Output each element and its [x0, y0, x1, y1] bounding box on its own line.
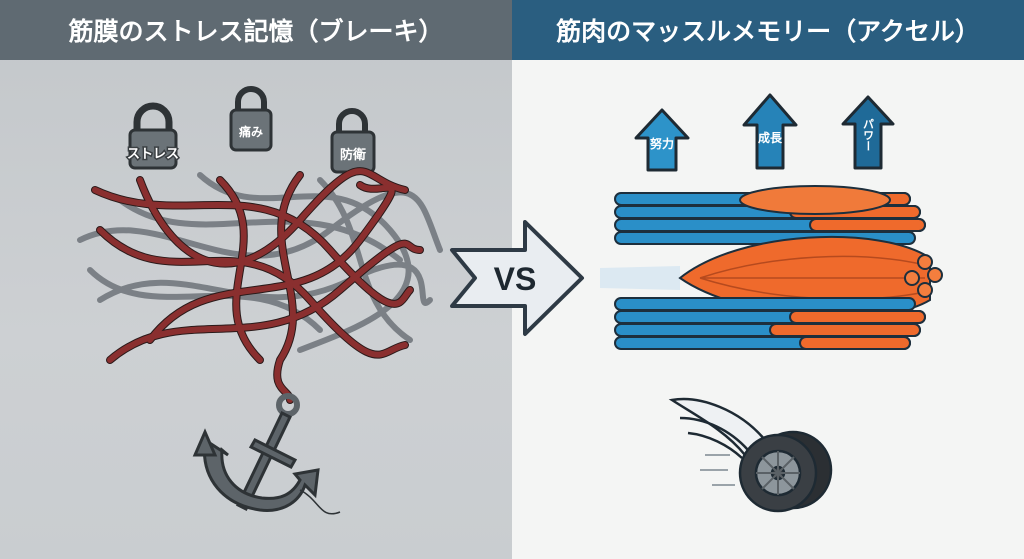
arrow-up-icon: パワー [841, 95, 895, 170]
lock-icon: 防衛 [330, 108, 376, 174]
arrow-label-growth: 成長 [758, 130, 783, 145]
lower-bundle [614, 297, 926, 350]
tangled-fascia [77, 167, 443, 404]
lock-label-pain: 痛み [238, 124, 263, 139]
muscle-fibers [600, 185, 943, 350]
lock-icon: ストレス [125, 102, 181, 170]
anchor-icon [192, 393, 341, 515]
winged-wheel-icon [668, 397, 833, 513]
arrow-label-power: パワー [862, 118, 875, 151]
muscle-panel-title: 筋肉のマッスルメモリー（アクセル） [512, 0, 1024, 60]
arrow-up-icon: 努力 [634, 108, 690, 172]
arrow-label-effort: 努力 [650, 136, 674, 151]
upper-bundle [614, 185, 926, 245]
arrow-up-icon: 成長 [742, 93, 798, 170]
lock-icon: 痛み [229, 86, 273, 152]
fascia-panel-title: 筋膜のストレス記憶（ブレーキ） [0, 0, 512, 60]
lock-label-defense: 防衛 [340, 147, 366, 163]
vs-label: VS [494, 261, 537, 297]
lock-label-stress: ストレス [127, 147, 179, 162]
vs-arrow: VS [450, 220, 584, 336]
